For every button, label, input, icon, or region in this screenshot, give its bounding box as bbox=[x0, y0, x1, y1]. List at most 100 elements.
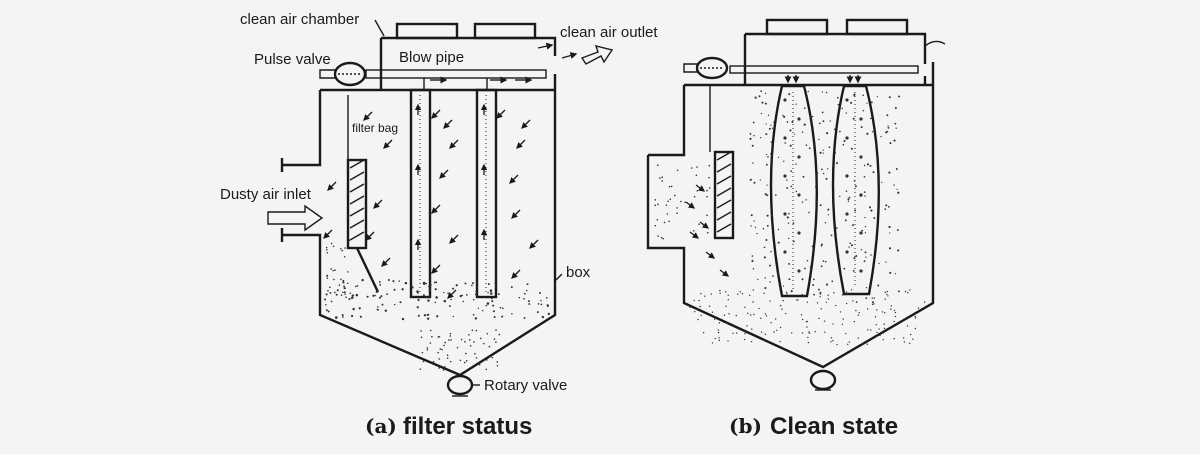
dust-particle bbox=[907, 292, 909, 294]
dust-particle bbox=[906, 325, 909, 327]
dust-particle bbox=[700, 314, 702, 317]
dust-particle bbox=[775, 194, 777, 196]
dust-particle bbox=[702, 331, 705, 334]
dust-particle bbox=[819, 204, 822, 207]
dust-particle bbox=[329, 292, 332, 294]
dust-particle bbox=[752, 289, 754, 291]
dust-particle bbox=[863, 175, 866, 178]
dust-particle bbox=[496, 361, 499, 363]
dust-particle bbox=[708, 187, 711, 189]
flow-arrow bbox=[365, 231, 375, 241]
dust-particle bbox=[659, 177, 661, 179]
dust-particle bbox=[423, 314, 427, 317]
dust-particle bbox=[663, 221, 666, 224]
dust-particle bbox=[541, 315, 545, 319]
dust-particle bbox=[864, 225, 867, 228]
dust-particle bbox=[469, 339, 471, 341]
dust-particle bbox=[897, 191, 900, 194]
flow-arrow bbox=[383, 139, 393, 149]
dust-particle bbox=[909, 342, 911, 345]
dust-particle bbox=[359, 315, 362, 318]
dust-particle bbox=[387, 279, 390, 281]
dust-particle bbox=[884, 208, 887, 211]
dust-particle bbox=[781, 308, 783, 310]
dust-particle bbox=[393, 288, 396, 291]
dust-particle bbox=[797, 155, 801, 159]
dust-particle bbox=[764, 277, 766, 279]
dust-particle bbox=[435, 296, 438, 299]
dust-particle bbox=[429, 283, 432, 287]
dust-particle bbox=[827, 214, 830, 216]
dust-particle bbox=[711, 342, 714, 344]
blow-pipe bbox=[365, 69, 547, 90]
dust-particle bbox=[475, 356, 478, 359]
dust-particle bbox=[471, 284, 473, 287]
filter-bag-b-1 bbox=[769, 84, 818, 298]
dust-particle bbox=[351, 294, 355, 297]
dust-particle bbox=[426, 317, 430, 320]
dust-particle bbox=[853, 257, 856, 260]
dust-particle bbox=[713, 318, 716, 320]
dust-particle bbox=[444, 366, 446, 368]
dust-particle bbox=[820, 243, 823, 246]
dust-particle bbox=[832, 339, 834, 342]
dust-particle bbox=[449, 360, 452, 363]
dust-particle bbox=[766, 194, 769, 197]
dust-particle bbox=[769, 264, 771, 267]
dust-particle bbox=[450, 339, 452, 341]
dust-particle bbox=[545, 296, 548, 299]
dust-particle bbox=[660, 236, 663, 239]
dust-particle bbox=[326, 275, 328, 277]
rotary-valve-label: Rotary valve bbox=[484, 377, 567, 394]
dust-particle bbox=[795, 103, 797, 105]
dust-particle bbox=[760, 90, 763, 92]
dust-particle bbox=[860, 248, 863, 251]
dust-particle bbox=[456, 346, 459, 349]
dust-particle bbox=[654, 199, 657, 201]
dust-particle bbox=[761, 101, 764, 104]
dust-particle bbox=[739, 291, 741, 293]
dust-particle bbox=[903, 341, 906, 343]
dust-particle bbox=[355, 285, 357, 288]
dust-particle bbox=[525, 289, 528, 292]
dust-particle bbox=[768, 127, 771, 130]
dust-particle bbox=[870, 254, 872, 256]
dust-particle bbox=[443, 299, 447, 303]
dust-particle bbox=[803, 107, 806, 109]
panel-b-clean-state: (b) Clean state bbox=[646, 18, 946, 440]
dust-particle bbox=[526, 283, 529, 286]
dust-particle bbox=[832, 323, 834, 325]
box-label: box bbox=[566, 264, 591, 281]
dust-particle bbox=[718, 337, 720, 339]
rotary-valve-icon bbox=[446, 374, 474, 397]
dust-particle bbox=[693, 195, 696, 198]
dust-particle bbox=[452, 315, 454, 318]
dust-particle bbox=[330, 300, 333, 303]
dust-particle bbox=[476, 285, 479, 288]
dust-particle bbox=[821, 111, 824, 114]
dust-particle bbox=[759, 179, 761, 181]
dust-particle bbox=[814, 330, 816, 333]
dust-particle bbox=[846, 293, 849, 295]
dust-particle bbox=[923, 301, 926, 303]
dust-particle bbox=[462, 300, 464, 303]
dust-particle bbox=[751, 144, 754, 147]
dust-particle bbox=[455, 284, 458, 287]
dust-particle bbox=[330, 242, 333, 245]
dust-particle bbox=[325, 309, 328, 312]
dust-particle bbox=[773, 121, 775, 123]
dust-particle bbox=[890, 308, 892, 310]
dust-particle bbox=[421, 351, 424, 354]
flow-arrow bbox=[449, 139, 459, 149]
dust-particle bbox=[820, 265, 823, 268]
dust-particle bbox=[822, 172, 825, 175]
clean-air-chamber-b bbox=[743, 18, 946, 85]
dust-particle bbox=[797, 231, 801, 235]
dust-particle bbox=[432, 361, 435, 363]
dust-particle bbox=[841, 294, 844, 296]
flow-arrow bbox=[447, 289, 457, 299]
dust-particle bbox=[452, 287, 455, 290]
dust-particle bbox=[826, 132, 829, 135]
dust-particle bbox=[830, 341, 832, 343]
dust-particle bbox=[427, 313, 430, 316]
